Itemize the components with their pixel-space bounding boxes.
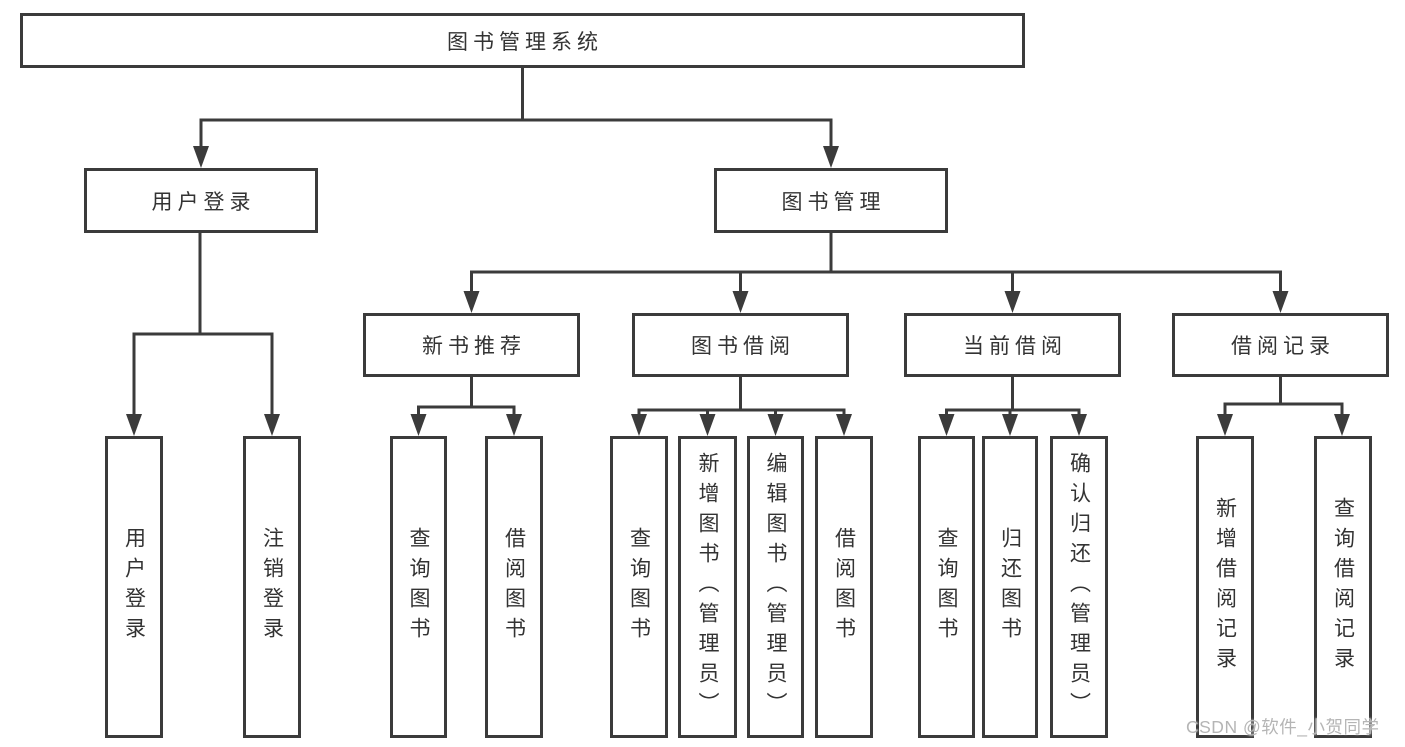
leaf-add-books-admin: 新增图书（管理员） [678,436,737,738]
connector-book-borrowing-children-branch-1-arrowhead-icon [699,414,716,436]
connector-current-borrowing-children-branch-0-arrowhead-icon [938,414,955,436]
connector-book-management-children-branch-0-arrowhead-icon [463,291,480,313]
node-borrowing-records: 借阅记录 [1172,313,1389,377]
leaf-add-borrow-record: 新增借阅记录 [1196,436,1254,738]
node-book-borrowing-label: 图书借阅 [691,335,795,358]
node-book-borrowing: 图书借阅 [632,313,849,377]
leaf-query-borrow-record: 查询借阅记录 [1314,436,1372,738]
node-current-borrowing-label: 当前借阅 [963,335,1067,358]
leaf-borrow-books-recommend: 借阅图书 [485,436,543,738]
connector-root-to-level2-branch-0-arrowhead-icon [193,146,209,168]
node-book-management-label: 图书管理 [781,190,886,214]
leaf-borrow-books-label: 借阅图书 [832,527,856,647]
connector-book-borrowing-children-branch-2-arrowhead-icon [767,414,784,436]
node-book-management: 图书管理 [714,168,948,233]
watermark: CSDN @软件_小贺同学 [1186,717,1380,737]
node-user-login-label: 用户登录 [151,190,256,214]
connector-book-borrowing-children-branch-0-arrowhead-icon [631,414,647,436]
leaf-user-login-label: 用户登录 [122,527,146,647]
leaf-add-books-admin-label: 新增图书（管理员） [696,452,719,722]
connector-book-management-children-branch-1-arrowhead-icon [732,291,749,313]
leaf-query-books-borrowing-label: 查询图书 [627,527,651,647]
connector-user-login-children-branch-1-arrowhead-icon [264,414,280,436]
node-user-login: 用户登录 [84,168,318,233]
node-borrowing-records-label: 借阅记录 [1231,335,1335,358]
leaf-query-books-current-label: 查询图书 [935,527,958,647]
leaf-confirm-return-admin: 确认归还（管理员） [1050,436,1108,738]
leaf-query-books-recommend: 查询图书 [390,436,447,738]
leaf-query-books-current: 查询图书 [918,436,975,738]
connector-current-borrowing-children-branch-1-arrowhead-icon [1002,414,1018,436]
connector-new-book-recommend-children-branch-1-arrowhead-icon [506,414,522,436]
node-current-borrowing: 当前借阅 [904,313,1121,377]
connector-user-login-children-branch-0-arrowhead-icon [126,414,142,436]
leaf-query-borrow-record-label: 查询借阅记录 [1331,497,1355,677]
connector-book-management-children-branch-2-arrowhead-icon [1004,291,1021,313]
node-library-management-system-label: 图书管理系统 [447,30,603,54]
node-new-book-recommend-label: 新书推荐 [422,335,526,358]
leaf-return-books: 归还图书 [982,436,1038,738]
connector-root-to-level2-branch-1-arrowhead-icon [823,146,839,168]
node-new-book-recommend: 新书推荐 [363,313,580,377]
node-library-management-system: 图书管理系统 [20,13,1025,68]
leaf-edit-books-admin-label: 编辑图书（管理员） [764,452,787,722]
leaf-add-borrow-record-label: 新增借阅记录 [1213,497,1237,677]
leaf-query-books-recommend-label: 查询图书 [407,527,430,647]
leaf-borrow-books: 借阅图书 [815,436,873,738]
connector-book-borrowing-children-branch-3-arrowhead-icon [836,414,852,436]
connector-borrowing-records-children-branch-1-arrowhead-icon [1334,414,1350,436]
leaf-borrow-books-recommend-label: 借阅图书 [502,527,526,647]
leaf-confirm-return-admin-label: 确认归还（管理员） [1067,452,1091,722]
leaf-logout-label: 注销登录 [260,527,284,647]
leaf-logout: 注销登录 [243,436,301,738]
leaf-return-books-label: 归还图书 [998,527,1022,647]
connector-book-management-children-branch-3-arrowhead-icon [1272,291,1289,313]
connector-borrowing-records-children-branch-0-arrowhead-icon [1217,414,1233,436]
leaf-edit-books-admin: 编辑图书（管理员） [747,436,804,738]
leaf-query-books-borrowing: 查询图书 [610,436,668,738]
connector-current-borrowing-children-branch-2-arrowhead-icon [1071,414,1087,436]
connector-new-book-recommend-children-branch-0-arrowhead-icon [410,414,427,436]
leaf-user-login: 用户登录 [105,436,163,738]
